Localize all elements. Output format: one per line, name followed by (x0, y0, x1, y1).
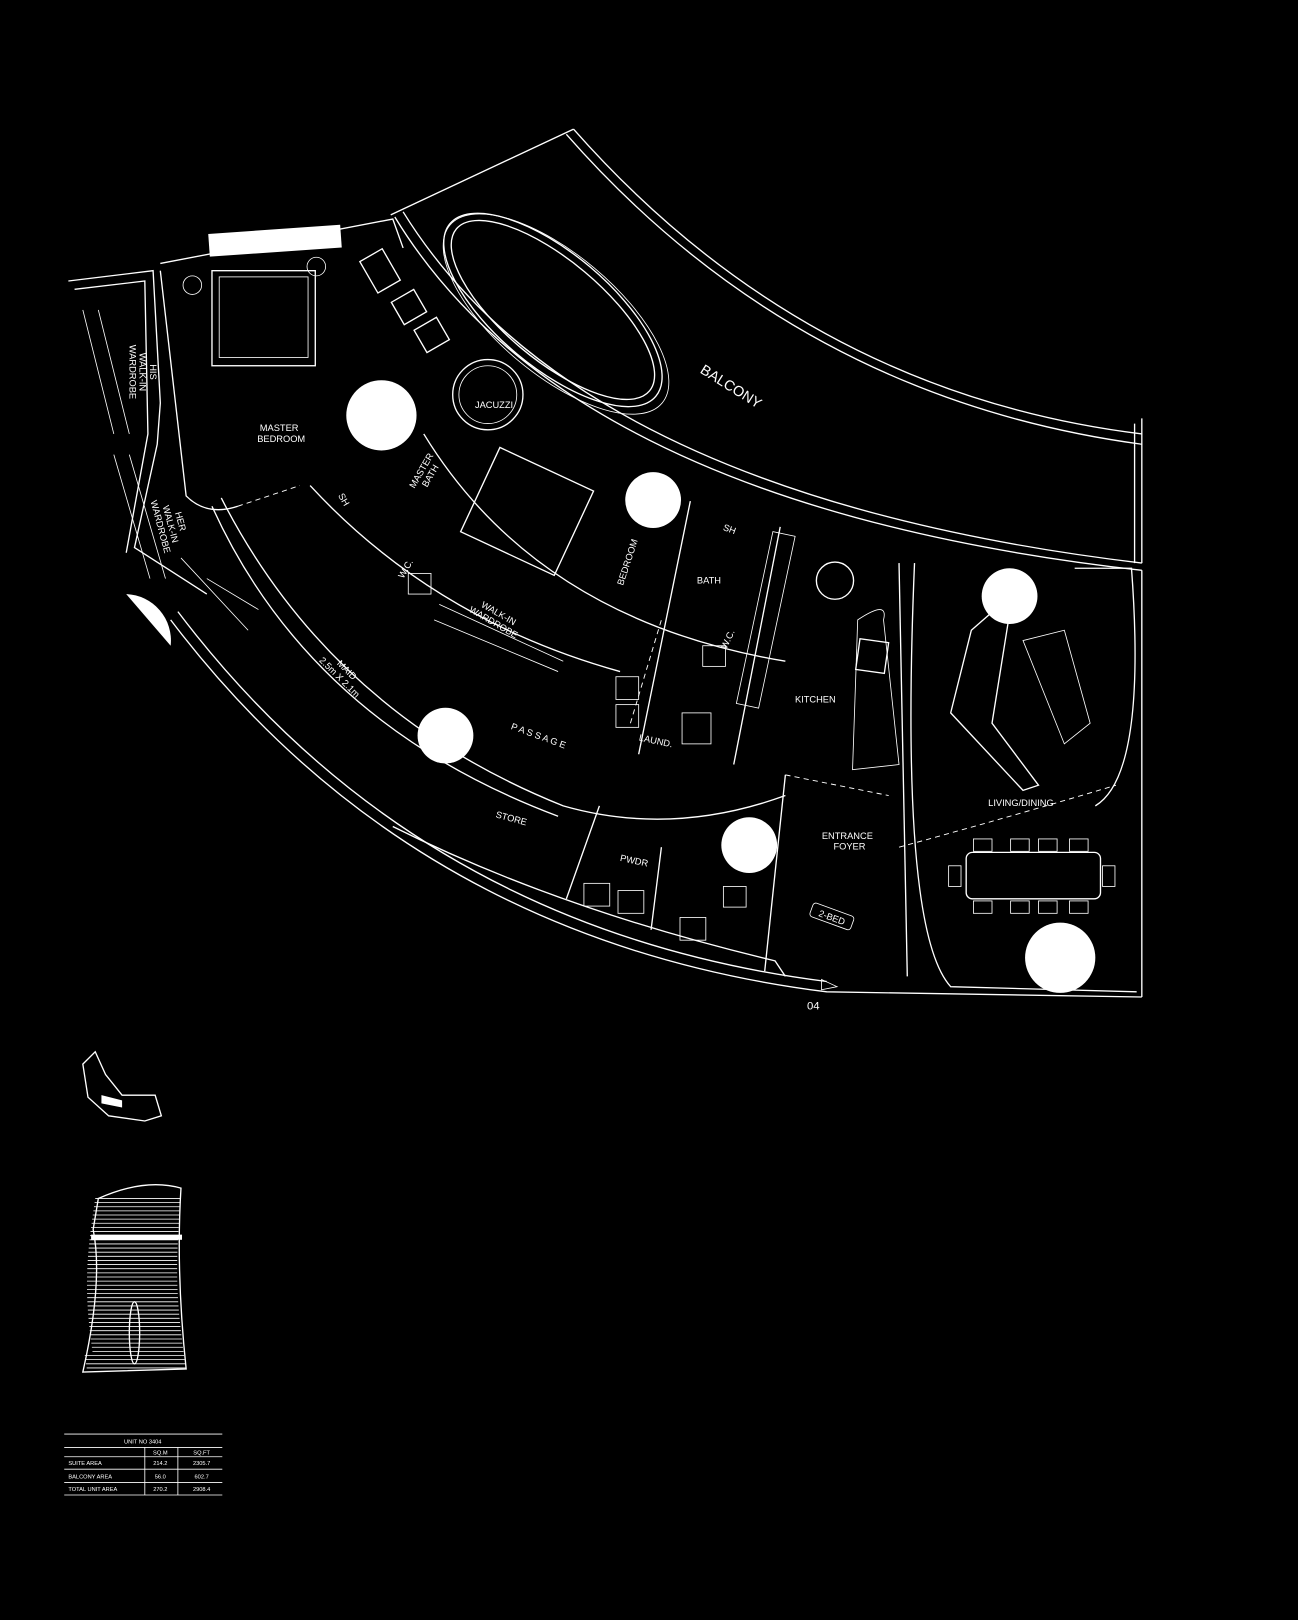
label-his-3: WARDROBE (127, 345, 137, 399)
row-label: SUITE AREA (68, 1461, 102, 1467)
label-kitchen: KITCHEN (795, 695, 836, 705)
label-sh-master: SH (336, 491, 351, 507)
table-row: SUITE AREA 214.2 2305.7 (68, 1461, 210, 1467)
label-foyer-2: FOYER (833, 841, 865, 851)
label-laund: LAUND. (638, 733, 673, 750)
area-table-title: UNIT NO 3404 (124, 1439, 161, 1445)
dining-table (965, 851, 1102, 900)
row-label: TOTAL UNIT AREA (68, 1487, 117, 1493)
redaction-markers (126, 224, 1096, 993)
label-living-dining: LIVING/DINING (988, 798, 1054, 808)
label-his-1: HIS (148, 364, 158, 379)
area-table: UNIT NO 3404 SQ.M SQ.FT SUITE AREA 214.2… (64, 1433, 223, 1496)
label-sh-bed: SH (722, 522, 738, 536)
bedroom-bed (459, 446, 595, 577)
label-bath: BATH (697, 576, 721, 586)
row-sqft: 602.7 (195, 1474, 209, 1480)
label-wc-master: W.C. (396, 558, 415, 580)
row-label: BALCONY AREA (68, 1474, 112, 1480)
room-label-balcony: BALCONY (697, 362, 764, 412)
round-table (815, 561, 855, 600)
label-bedroom: BEDROOM (615, 538, 639, 587)
jacuzzi (452, 358, 524, 431)
label-jacuzzi: JACUZZI (475, 400, 513, 410)
label-master-bedroom-2: BEDROOM (257, 434, 305, 444)
label-her-1: HER (173, 511, 188, 533)
balcony-outline (390, 128, 1143, 571)
table-row: TOTAL UNIT AREA 270.2 2908.4 (68, 1487, 210, 1493)
unit-walls (68, 218, 1143, 998)
label-wc-bed: W.C. (719, 628, 737, 650)
unit-marker: 04 (807, 1000, 820, 1012)
master-bed (211, 270, 316, 367)
furniture (182, 247, 1116, 991)
label-master-bedroom-1: MASTER (260, 423, 299, 433)
area-table-col-sqft: SQ.FT (193, 1451, 210, 1457)
row-sqm: 214.2 (153, 1461, 167, 1467)
row-sqft: 2908.4 (193, 1487, 210, 1493)
tower-elevation (81, 1184, 187, 1373)
key-plan (82, 1050, 163, 1122)
label-his-2: WALK-IN (138, 353, 148, 391)
label-store: STORE (495, 810, 528, 828)
table-row: BALCONY AREA 56.0 602.7 (68, 1474, 208, 1480)
row-sqm: 270.2 (153, 1487, 167, 1493)
row-sqm: 56.0 (155, 1474, 166, 1480)
label-pwdr: PWDR (619, 853, 649, 869)
label-foyer-1: ENTRANCE (822, 831, 873, 841)
label-passage: P A S S A G E (510, 721, 568, 750)
sofa (949, 592, 1040, 792)
row-sqft: 2305.7 (193, 1461, 210, 1467)
area-table-col-sqm: SQ.M (153, 1451, 168, 1457)
room-labels: MASTER BEDROOM HIS WALK-IN WARDROBE HER … (127, 345, 1053, 1013)
